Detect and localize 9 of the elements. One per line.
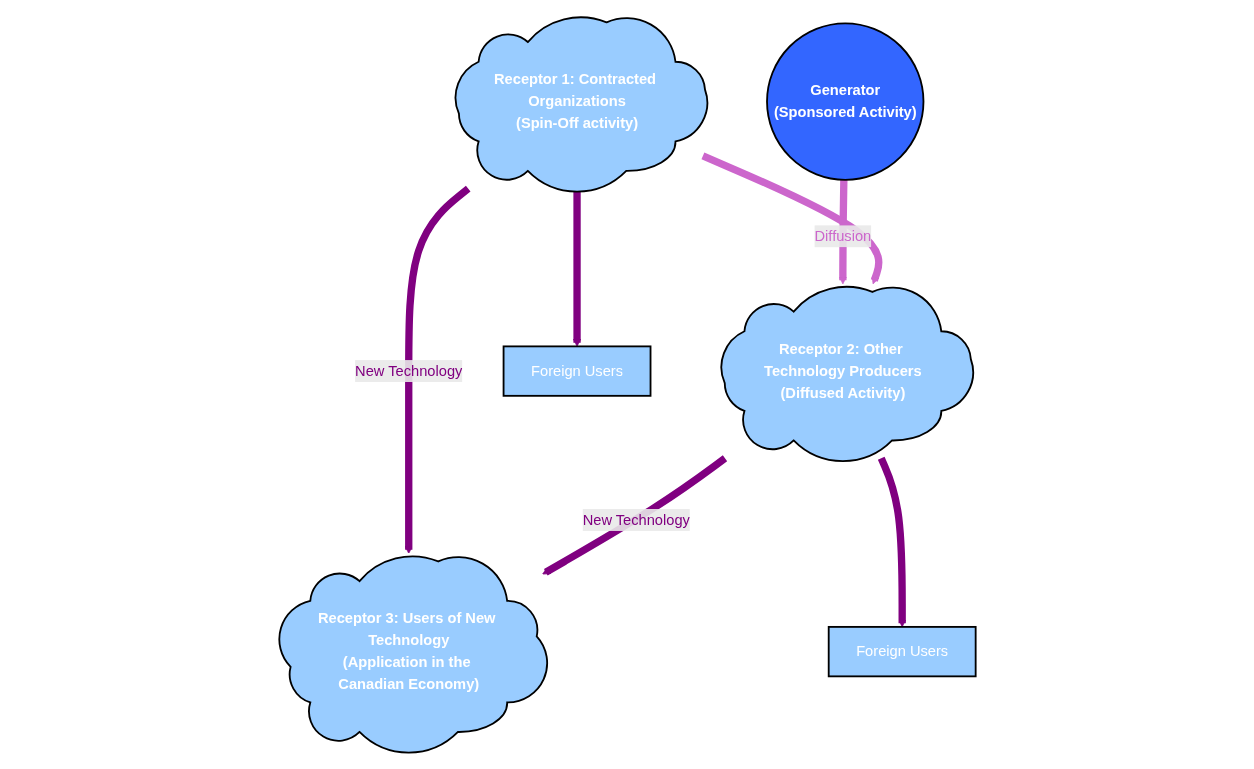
node-box: Foreign Users: [502, 344, 651, 397]
node-circle: Generator (Sponsored Activity): [765, 21, 924, 181]
edge-label: New Technology: [582, 511, 690, 527]
arrow: [541, 454, 727, 575]
arrow: [404, 185, 470, 554]
edge-label: New Technology: [354, 362, 462, 378]
edge-label: Diffusion: [814, 227, 871, 244]
arrow: [877, 456, 906, 627]
node-box: Foreign Users: [827, 625, 977, 677]
